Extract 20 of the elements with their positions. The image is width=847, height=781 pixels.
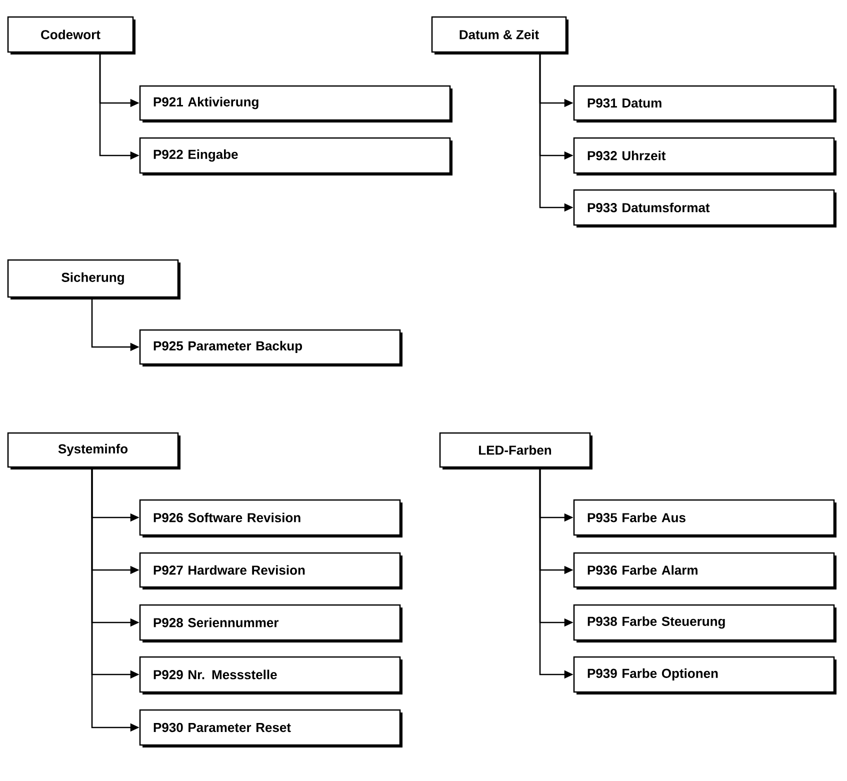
heading-box: Sicherung (7, 259, 180, 300)
parameter-box: P922 Eingabe (139, 137, 452, 176)
parameter-box: P927 Hardware Revision (139, 552, 402, 590)
heading-box: Systeminfo (7, 432, 180, 470)
parameter-box: P929 Nr. Messstelle (139, 656, 402, 694)
parameter-box: P932 Uhrzeit (573, 137, 836, 176)
parameter-box: P936 Farbe Alarm (573, 552, 836, 590)
parameter-box: P928 Seriennummer (139, 604, 402, 642)
parameter-box: P921 Aktivierung (139, 85, 452, 122)
parameter-box: P939 Farbe Optionen (573, 656, 836, 694)
parameter-box: P930 Parameter Reset (139, 709, 402, 748)
heading-box: Datum & Zeit (431, 16, 568, 54)
parameter-box: P925 Parameter Backup (139, 329, 402, 366)
parameter-box: P931 Datum (573, 85, 836, 122)
parameter-box: P933 Datumsformat (573, 189, 836, 228)
heading-box: LED-Farben (439, 432, 592, 470)
parameter-box: P926 Software Revision (139, 499, 402, 538)
parameter-box: P935 Farbe Aus (573, 499, 836, 538)
parameter-box: P938 Farbe Steuerung (573, 604, 836, 642)
heading-box: Codewort (7, 16, 136, 54)
